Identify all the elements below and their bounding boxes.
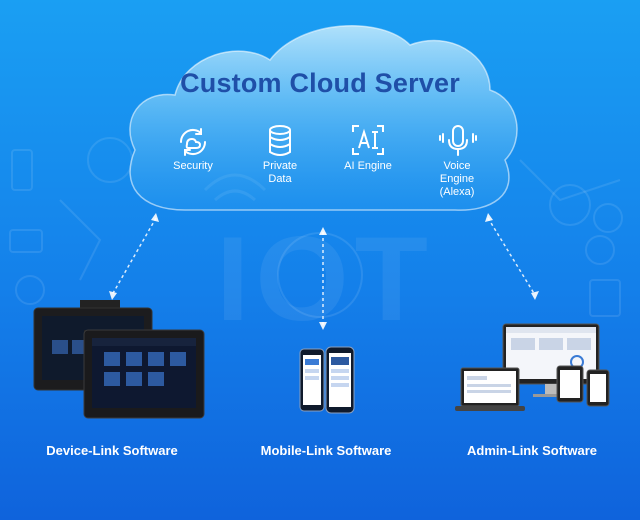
connector-admin [487, 217, 536, 296]
device-link-panels [33, 300, 205, 419]
mobile-link-label: Mobile-Link Software [260, 443, 392, 458]
service-label-private-data: Private Data [262, 160, 298, 185]
microphone-icon [439, 125, 477, 156]
service-label-voice-engine: Voice Engine (Alexa) [439, 160, 475, 198]
cloud-title: Custom Cloud Server [180, 68, 460, 98]
connector-device [111, 217, 157, 296]
mobile-link-phones [299, 346, 355, 414]
service-label-security: Security [173, 160, 213, 172]
ai-chip-icon [352, 125, 384, 155]
admin-link-devices [455, 323, 610, 411]
admin-link-label: Admin-Link Software [466, 443, 597, 458]
database-icon [269, 125, 291, 156]
service-label-ai-engine: AI Engine [344, 160, 392, 172]
security-icon [179, 128, 207, 156]
device-link-label: Device-Link Software [46, 443, 178, 458]
